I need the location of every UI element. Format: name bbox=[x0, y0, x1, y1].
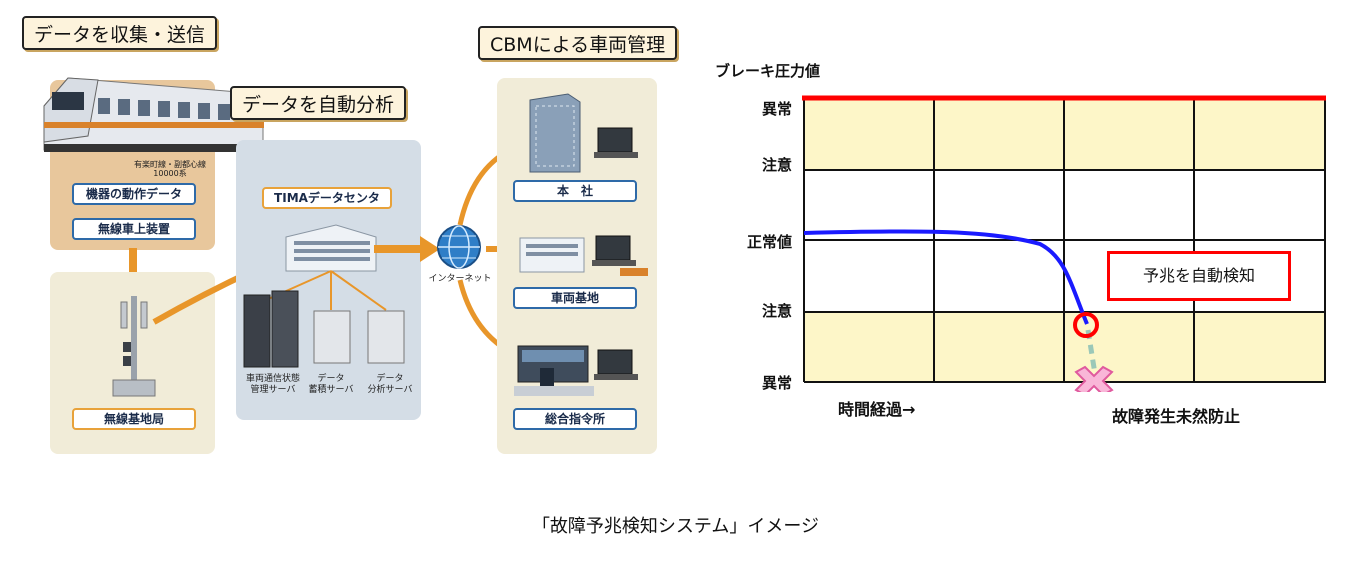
chart-grid bbox=[803, 98, 1326, 383]
depot-icon bbox=[519, 235, 648, 276]
server3-label-line2: 分析サーバ bbox=[367, 385, 413, 395]
collect-title: データを収集・送信 bbox=[22, 16, 218, 50]
chart-xlabel: 時間経過→ bbox=[838, 400, 916, 419]
analyze-title: データを自動分析 bbox=[230, 86, 407, 120]
antenna-tower-icon bbox=[112, 296, 156, 397]
internet-label: インターネット bbox=[428, 274, 492, 284]
pressure-curve bbox=[803, 229, 1089, 325]
figure-caption: 「故障予兆検知システム」イメージ bbox=[531, 516, 820, 537]
datacenter-label: TIMAデータセンタ bbox=[262, 187, 392, 209]
server1-label-line2: 管理サーバ bbox=[250, 385, 296, 395]
server3-label: データ 分析サーバ bbox=[360, 374, 420, 396]
y-level-abnormal-bottom: 異常 bbox=[761, 374, 792, 392]
server2-label: データ 蓄積サーバ bbox=[306, 374, 356, 396]
server2-label-line1: データ bbox=[317, 374, 345, 384]
onboard-device-label: 無線車上装置 bbox=[72, 218, 196, 240]
train-caption: 有楽町線・副都心線 10000系 bbox=[120, 160, 220, 178]
control-center-icon bbox=[514, 345, 638, 396]
control-center-label: 総合指令所 bbox=[513, 408, 637, 430]
y-level-caution-bottom: 注意 bbox=[761, 302, 792, 320]
y-level-caution-top: 注意 bbox=[761, 156, 792, 174]
headquarters-icon bbox=[529, 93, 638, 173]
train-caption-line1: 有楽町線・副都心線 bbox=[134, 160, 206, 169]
device-data-label: 機器の動作データ bbox=[72, 183, 196, 205]
y-level-abnormal-top: 異常 bbox=[761, 100, 792, 118]
internet-globe-icon bbox=[437, 225, 481, 269]
brake-pressure-chart bbox=[802, 95, 1326, 392]
detection-marker bbox=[1073, 312, 1099, 338]
prevent-label: 故障発生未然防止 bbox=[1112, 407, 1241, 426]
server3-label-line1: データ bbox=[376, 374, 404, 384]
chart-ylabel: ブレーキ圧力値 bbox=[715, 62, 821, 80]
server1-label-line1: 車両通信状態 bbox=[245, 374, 300, 384]
failure-cross-icon bbox=[1074, 365, 1114, 392]
cbm-title: CBMによる車両管理 bbox=[478, 26, 678, 60]
server2-label-line2: 蓄積サーバ bbox=[308, 385, 354, 395]
datacenter-panel bbox=[236, 140, 421, 420]
server1-label: 車両通信状態 管理サーバ bbox=[238, 374, 308, 396]
arrow-to-internet bbox=[374, 236, 440, 262]
detect-label: 予兆を自動検知 bbox=[1107, 251, 1291, 301]
depot-label: 車両基地 bbox=[513, 287, 637, 309]
base-station-label: 無線基地局 bbox=[72, 408, 196, 430]
train-caption-line2: 10000系 bbox=[153, 169, 187, 178]
y-level-normal: 正常値 bbox=[746, 233, 792, 251]
datacenter-icons bbox=[243, 224, 405, 368]
headquarters-label: 本 社 bbox=[513, 180, 637, 202]
